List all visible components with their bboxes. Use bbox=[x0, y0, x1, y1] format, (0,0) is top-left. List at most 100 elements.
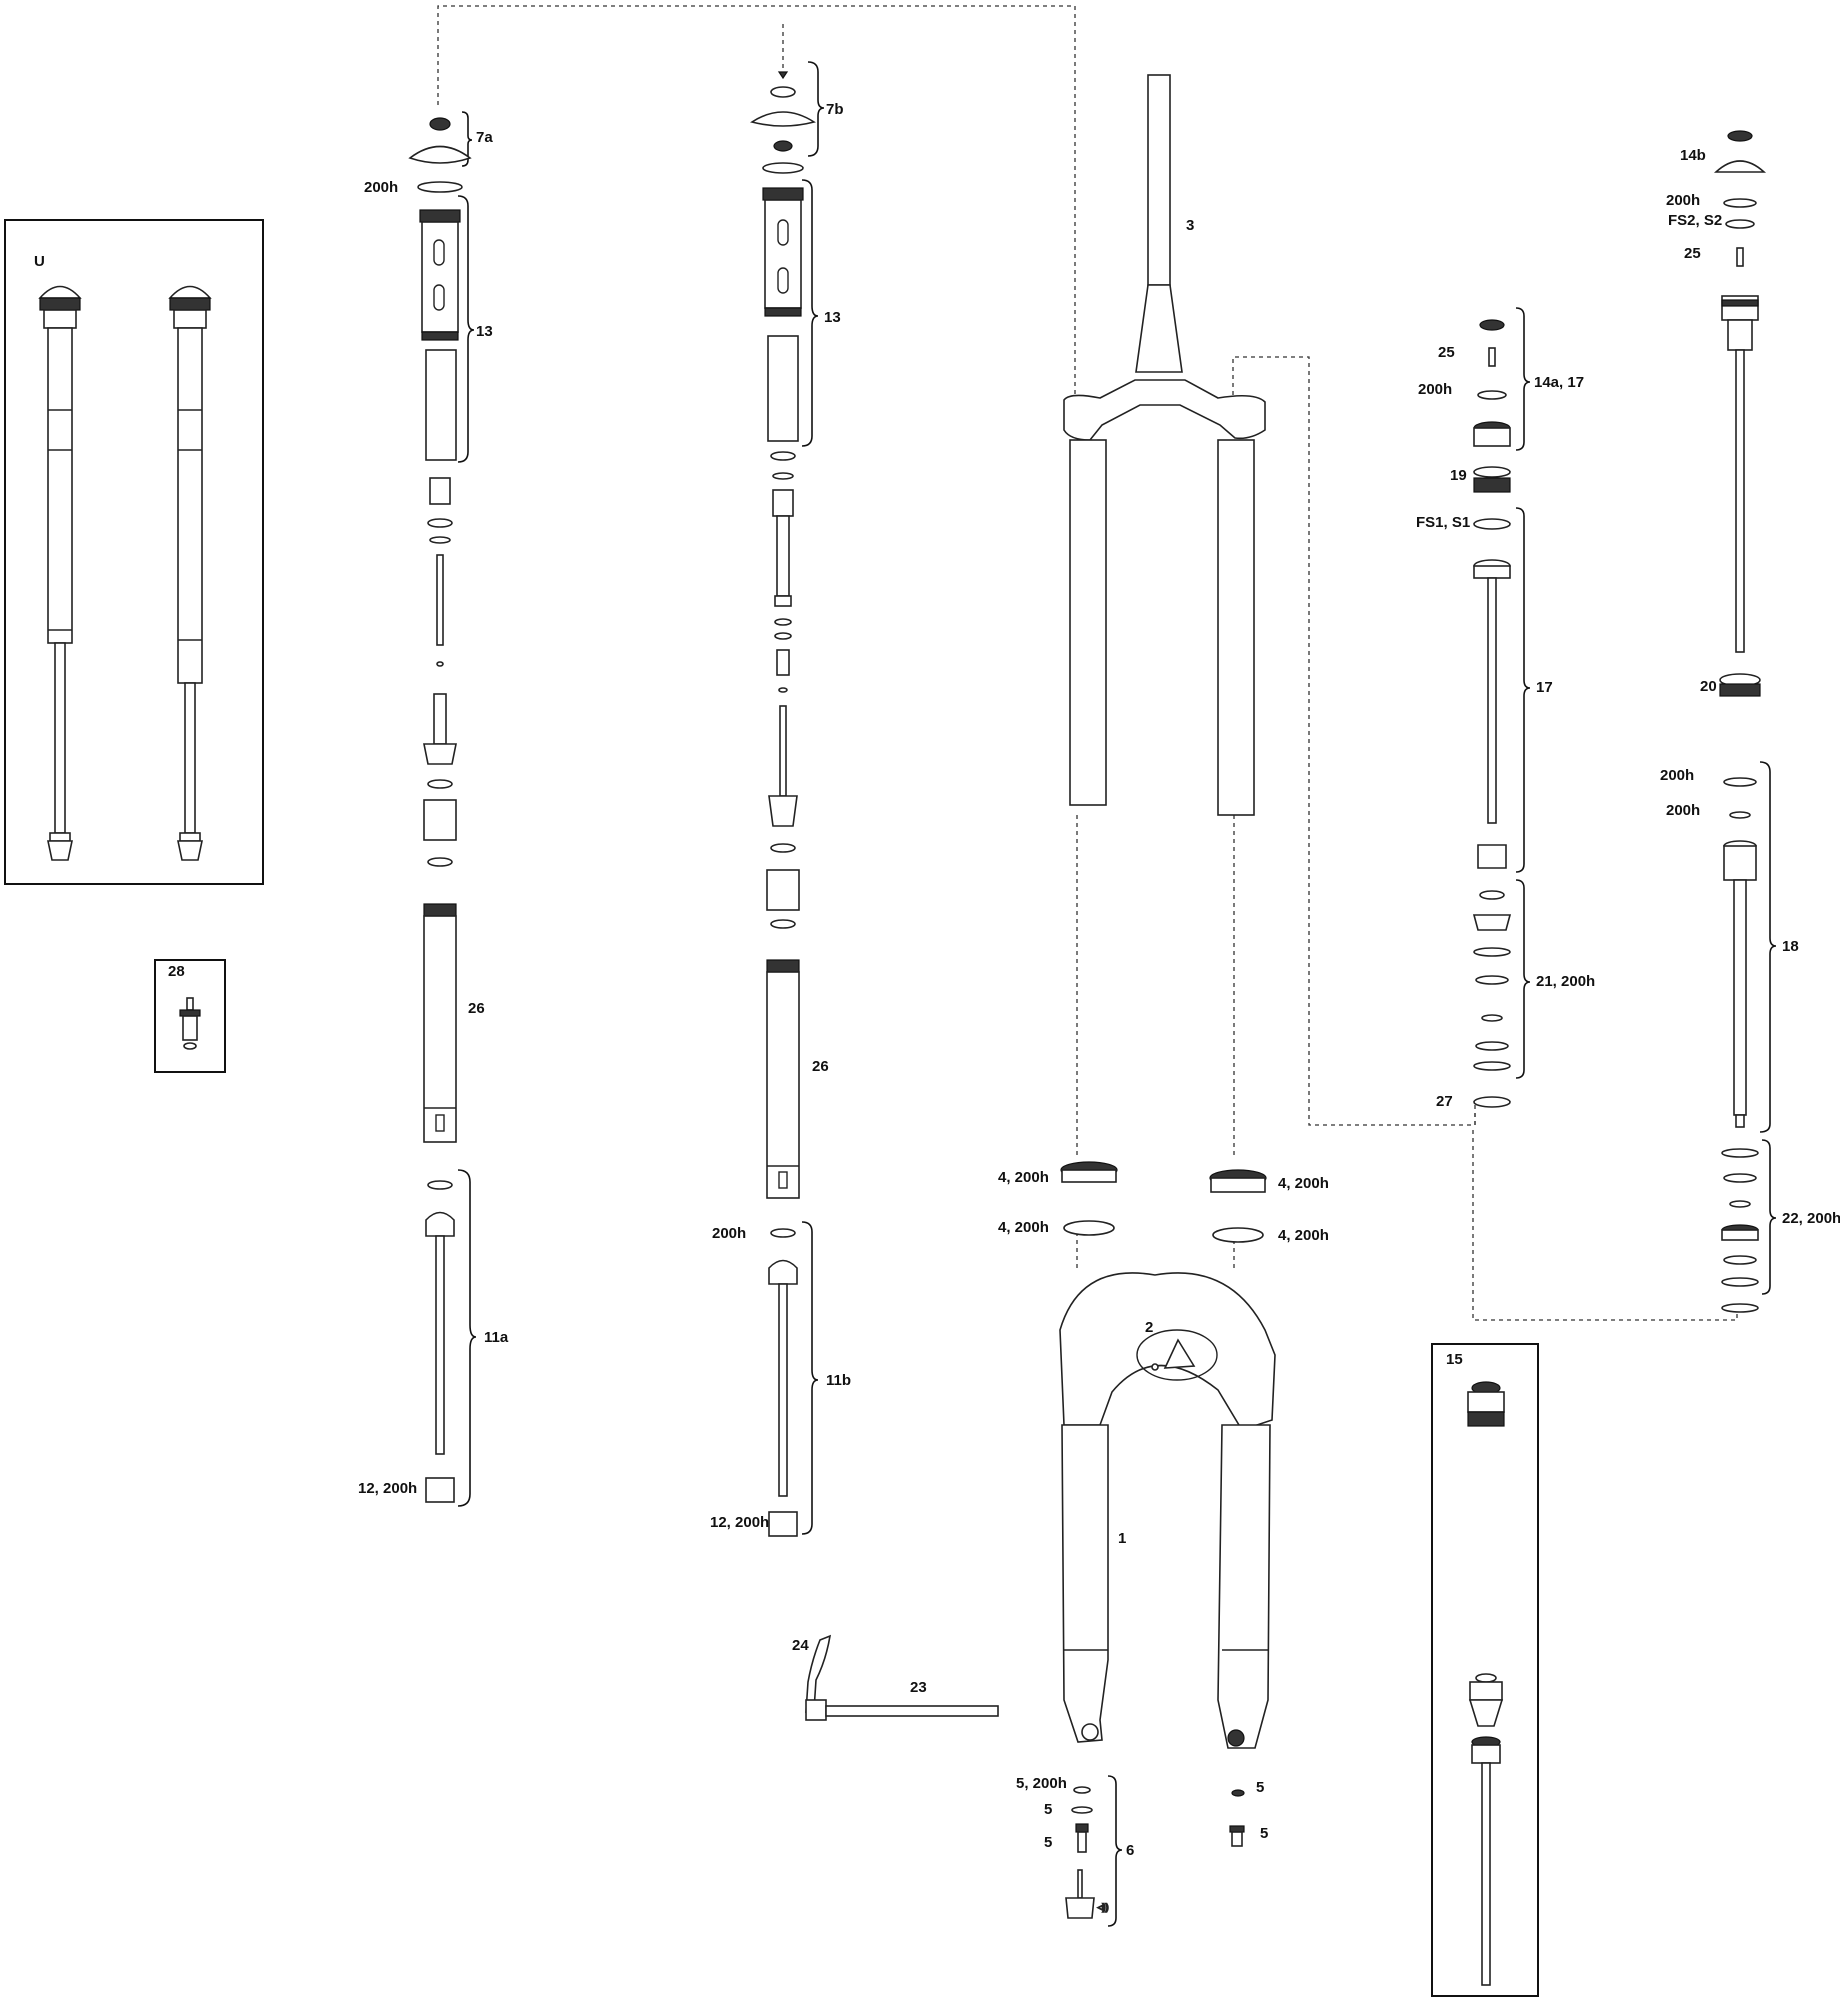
callout-200h-b: 200h bbox=[712, 1225, 746, 1242]
callout-15: 15 bbox=[1446, 1351, 1463, 1368]
part-2-screw bbox=[1151, 1363, 1159, 1371]
part-14b-knob bbox=[1713, 160, 1767, 173]
callout-4-top-right: 4, 200h bbox=[1278, 1175, 1329, 1192]
part-5-bolt-right bbox=[1229, 1825, 1245, 1847]
part-15-upgrade-assembly bbox=[1467, 1381, 1505, 1986]
part-14b-cap bbox=[1727, 130, 1753, 142]
callout-20: 20 bbox=[1700, 678, 1717, 695]
part-7b-cap bbox=[770, 86, 796, 98]
part-15-box bbox=[1431, 1343, 1539, 1997]
part-26-a-tube bbox=[423, 903, 457, 1143]
brace-18 bbox=[1759, 761, 1777, 1133]
brace-13-b bbox=[801, 179, 819, 447]
brace-21 bbox=[1515, 879, 1531, 1079]
part-13-a-cartridge bbox=[419, 209, 461, 461]
callout-5-c: 5 bbox=[1256, 1779, 1264, 1796]
part-ring-a1 bbox=[417, 181, 463, 193]
callout-11b: 11b bbox=[826, 1372, 851, 1389]
callout-24: 24 bbox=[792, 1637, 809, 1654]
brace-7b bbox=[807, 61, 825, 157]
brace-13-a bbox=[457, 195, 475, 463]
part-28-box bbox=[154, 959, 226, 1073]
callout-27: 27 bbox=[1436, 1093, 1453, 1110]
part-14b-shaft bbox=[1721, 295, 1759, 653]
part-1-lower-legs bbox=[1059, 1272, 1276, 1749]
callout-13-a: 13 bbox=[476, 323, 493, 340]
part-11b-shaft bbox=[768, 1259, 798, 1537]
callout-26-b: 26 bbox=[812, 1058, 829, 1075]
part-fs2-ring bbox=[1725, 219, 1755, 229]
callout-12-b: 12, 200h bbox=[710, 1514, 769, 1531]
part-ring-b1 bbox=[762, 162, 804, 174]
callout-25-a: 25 bbox=[1438, 344, 1455, 361]
brace-7a bbox=[461, 111, 473, 167]
brace-6 bbox=[1107, 1775, 1123, 1927]
part-21-negative-spring bbox=[1472, 890, 1512, 1071]
part-22-stack bbox=[1721, 1148, 1759, 1313]
callout-4-bottom-left: 4, 200h bbox=[998, 1219, 1049, 1236]
part-7b-nut bbox=[773, 140, 793, 152]
part-11a-shaft bbox=[425, 1211, 455, 1503]
part-23-axle bbox=[825, 1705, 999, 1717]
part-ring-d1 bbox=[1723, 198, 1757, 208]
part-25-valve-b bbox=[1736, 247, 1744, 267]
leader-line-right-bottom bbox=[1472, 1130, 1738, 1321]
part-column-b-damper bbox=[766, 451, 800, 929]
part-20-seal-head bbox=[1719, 673, 1761, 697]
part-7a-knob bbox=[408, 145, 472, 164]
callout-5-200h: 5, 200h bbox=[1016, 1775, 1067, 1792]
callout-12-a: 12, 200h bbox=[358, 1480, 417, 1497]
callout-21: 21, 200h bbox=[1536, 973, 1595, 990]
callout-1: 1 bbox=[1118, 1530, 1126, 1547]
callout-28: 28 bbox=[168, 963, 185, 980]
leader-line-top bbox=[437, 5, 1076, 395]
callout-26-a: 26 bbox=[468, 1000, 485, 1017]
part-fs1-ring bbox=[1473, 518, 1511, 530]
part-4-seal-left bbox=[1060, 1161, 1118, 1236]
callout-22: 22, 200h bbox=[1782, 1210, 1840, 1227]
callout-14b: 14b bbox=[1680, 147, 1706, 164]
svg-text:◂)): ◂)) bbox=[1097, 1902, 1109, 1912]
brace-11b bbox=[801, 1221, 819, 1535]
callout-19: 19 bbox=[1450, 467, 1467, 484]
part-6-damper-knob: ◂)) bbox=[1065, 1869, 1109, 1919]
part-25-valve-a bbox=[1488, 347, 1496, 367]
assembly-u-box bbox=[4, 219, 264, 885]
part-ring-c1 bbox=[1477, 390, 1507, 400]
callout-17: 17 bbox=[1536, 679, 1553, 696]
callout-fs1-s1: FS1, S1 bbox=[1416, 514, 1470, 531]
part-18-damper-shaft bbox=[1723, 840, 1757, 1128]
callout-200h-e: 200h bbox=[1660, 767, 1694, 784]
part-2-bumper bbox=[1163, 1338, 1196, 1369]
part-5-washer-1 bbox=[1073, 1786, 1091, 1794]
callout-11a: 11a bbox=[484, 1329, 509, 1346]
callout-200h-f: 200h bbox=[1666, 802, 1700, 819]
assembly-u-right bbox=[168, 285, 212, 861]
callout-23: 23 bbox=[910, 1679, 927, 1696]
callout-200h-a: 200h bbox=[364, 179, 398, 196]
leader-line-crown-right bbox=[1232, 356, 1476, 1126]
callout-3: 3 bbox=[1186, 217, 1194, 234]
callout-200h-d: 200h bbox=[1666, 192, 1700, 209]
part-7b-screw bbox=[777, 71, 789, 80]
callout-6: 6 bbox=[1126, 1842, 1134, 1859]
part-5-bolt bbox=[1075, 1823, 1089, 1853]
part-26-b-tube bbox=[766, 959, 800, 1199]
callout-200h-c: 200h bbox=[1418, 381, 1452, 398]
part-28-valve bbox=[179, 997, 201, 1050]
part-19-seal-head bbox=[1473, 466, 1511, 493]
callout-7a: 7a bbox=[476, 129, 493, 146]
part-5-washer-2 bbox=[1071, 1806, 1093, 1814]
callout-4-bottom-right: 4, 200h bbox=[1278, 1227, 1329, 1244]
part-4-seal-right bbox=[1209, 1169, 1267, 1243]
assembly-u-left bbox=[38, 285, 82, 861]
callout-fs2-s2: FS2, S2 bbox=[1668, 212, 1722, 229]
brace-11a bbox=[457, 1169, 477, 1507]
part-ring-b2 bbox=[770, 1228, 796, 1238]
callout-5-a: 5 bbox=[1044, 1801, 1052, 1818]
part-24-axle-lever bbox=[805, 1634, 832, 1721]
callout-13-b: 13 bbox=[824, 309, 841, 326]
callout-18: 18 bbox=[1782, 938, 1799, 955]
part-27-clip bbox=[1473, 1096, 1511, 1108]
